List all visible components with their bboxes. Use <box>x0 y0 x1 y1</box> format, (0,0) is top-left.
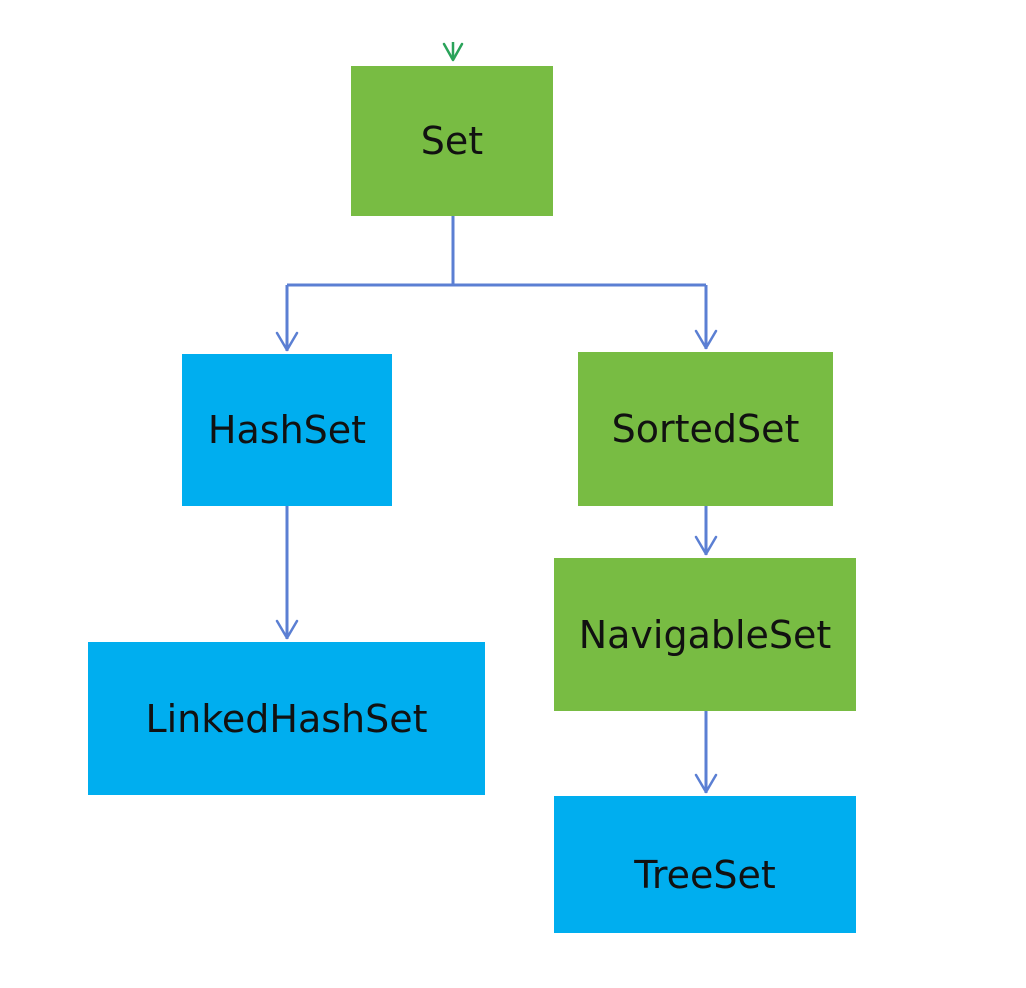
arrow-linkedhashset-icon <box>275 619 299 640</box>
node-linkedhashset: LinkedHashSet <box>88 642 485 795</box>
node-treeset: TreeSet <box>554 796 856 933</box>
node-sortedset-label: SortedSet <box>611 407 800 451</box>
node-navigableset-label: NavigableSet <box>578 612 832 657</box>
node-treeset-label: TreeSet <box>634 852 776 897</box>
node-linkedhashset-label: LinkedHashSet <box>145 696 428 741</box>
node-hashset-label: HashSet <box>207 408 367 452</box>
arrow-sortedset-icon <box>694 329 718 350</box>
node-set-label: Set <box>420 119 484 163</box>
node-sortedset: SortedSet <box>578 352 833 506</box>
arrow-navigableset-icon <box>694 535 718 556</box>
node-navigableset: NavigableSet <box>554 558 856 711</box>
arrow-treeset-icon <box>694 773 718 794</box>
arrow-hashset-icon <box>275 331 299 352</box>
node-set: Set <box>351 66 553 216</box>
node-hashset: HashSet <box>182 354 392 506</box>
